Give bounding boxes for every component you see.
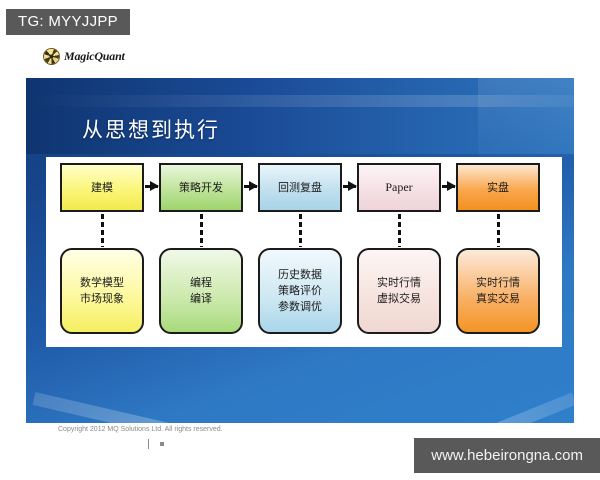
radiation-circle-icon [44, 49, 59, 64]
stage-node-paper[interactable]: Paper [357, 163, 441, 212]
slide-title: 从思想到执行 [82, 119, 220, 142]
brand-name: MagicQuant [64, 49, 125, 63]
header-sheen [26, 95, 574, 107]
stage-detail-strategy-dev[interactable]: 编程 编译 [159, 248, 243, 334]
flow-stage-4: Paper 实时行情 虚拟交易 [357, 157, 441, 347]
flow-arrow-2 [244, 181, 258, 191]
slide-header-band [26, 78, 574, 154]
decorative-ribbon-right [339, 392, 574, 423]
dashed-connector-2 [200, 214, 203, 247]
detail-line: 编程 [190, 276, 212, 290]
dashed-connector-5 [497, 214, 500, 247]
stage-detail-live-trading[interactable]: 实时行情 真实交易 [456, 248, 540, 334]
decorative-ribbon-left [32, 392, 396, 423]
site-watermark: www.hebeirongna.com [414, 438, 600, 473]
stage-detail-modeling[interactable]: 数学模型 市场现象 [60, 248, 144, 334]
detail-line: 虚拟交易 [377, 292, 421, 305]
flow-arrow-1 [145, 181, 159, 191]
stage-detail-paper[interactable]: 实时行情 虚拟交易 [357, 248, 441, 334]
detail-line: 真实交易 [476, 292, 520, 305]
flow-arrow-4 [442, 181, 456, 191]
tg-banner-label: TG: MYYJJPP [6, 9, 130, 35]
footer-dot-mark [160, 442, 164, 446]
dashed-connector-3 [299, 214, 302, 247]
detail-line: 编译 [190, 292, 212, 305]
process-flow-diagram: 建模 数学模型 市场现象 策略开发 编程 编译 回测复盘 历史数据 策略评价 参… [46, 157, 562, 347]
detail-line: 数学模型 [80, 276, 124, 290]
detail-line: 历史数据 [278, 268, 322, 282]
detail-line: 策略评价 [278, 284, 322, 298]
dashed-connector-1 [101, 214, 104, 247]
stage-node-live-trading[interactable]: 实盘 [456, 163, 540, 212]
stage-detail-backtest[interactable]: 历史数据 策略评价 参数调优 [258, 248, 342, 334]
flow-stage-3: 回测复盘 历史数据 策略评价 参数调优 [258, 157, 342, 347]
stage-node-strategy-dev[interactable]: 策略开发 [159, 163, 243, 212]
detail-line: 参数调优 [278, 299, 322, 313]
stage-node-backtest[interactable]: 回测复盘 [258, 163, 342, 212]
dashed-connector-4 [398, 214, 401, 247]
detail-line: 实时行情 [377, 276, 421, 290]
stage-node-modeling[interactable]: 建模 [60, 163, 144, 212]
flow-stage-2: 策略开发 编程 编译 [159, 157, 243, 347]
flow-stage-5: 实盘 实时行情 真实交易 [456, 157, 540, 347]
flow-stage-1: 建模 数学模型 市场现象 [60, 157, 144, 347]
detail-line: 实时行情 [476, 276, 520, 290]
copyright-text: Copyright 2012 MQ Solutions Ltd. All rig… [58, 426, 223, 433]
brand-strip: MagicQuant [26, 44, 574, 78]
presentation-slide: 从思想到执行 建模 数学模型 市场现象 策略开发 编程 编译 [26, 78, 574, 423]
brand-logo: MagicQuant [44, 49, 125, 64]
header-accent-block [478, 78, 574, 158]
footer-caret-mark [148, 439, 149, 449]
detail-line: 市场现象 [80, 292, 124, 305]
flow-arrow-3 [343, 181, 357, 191]
